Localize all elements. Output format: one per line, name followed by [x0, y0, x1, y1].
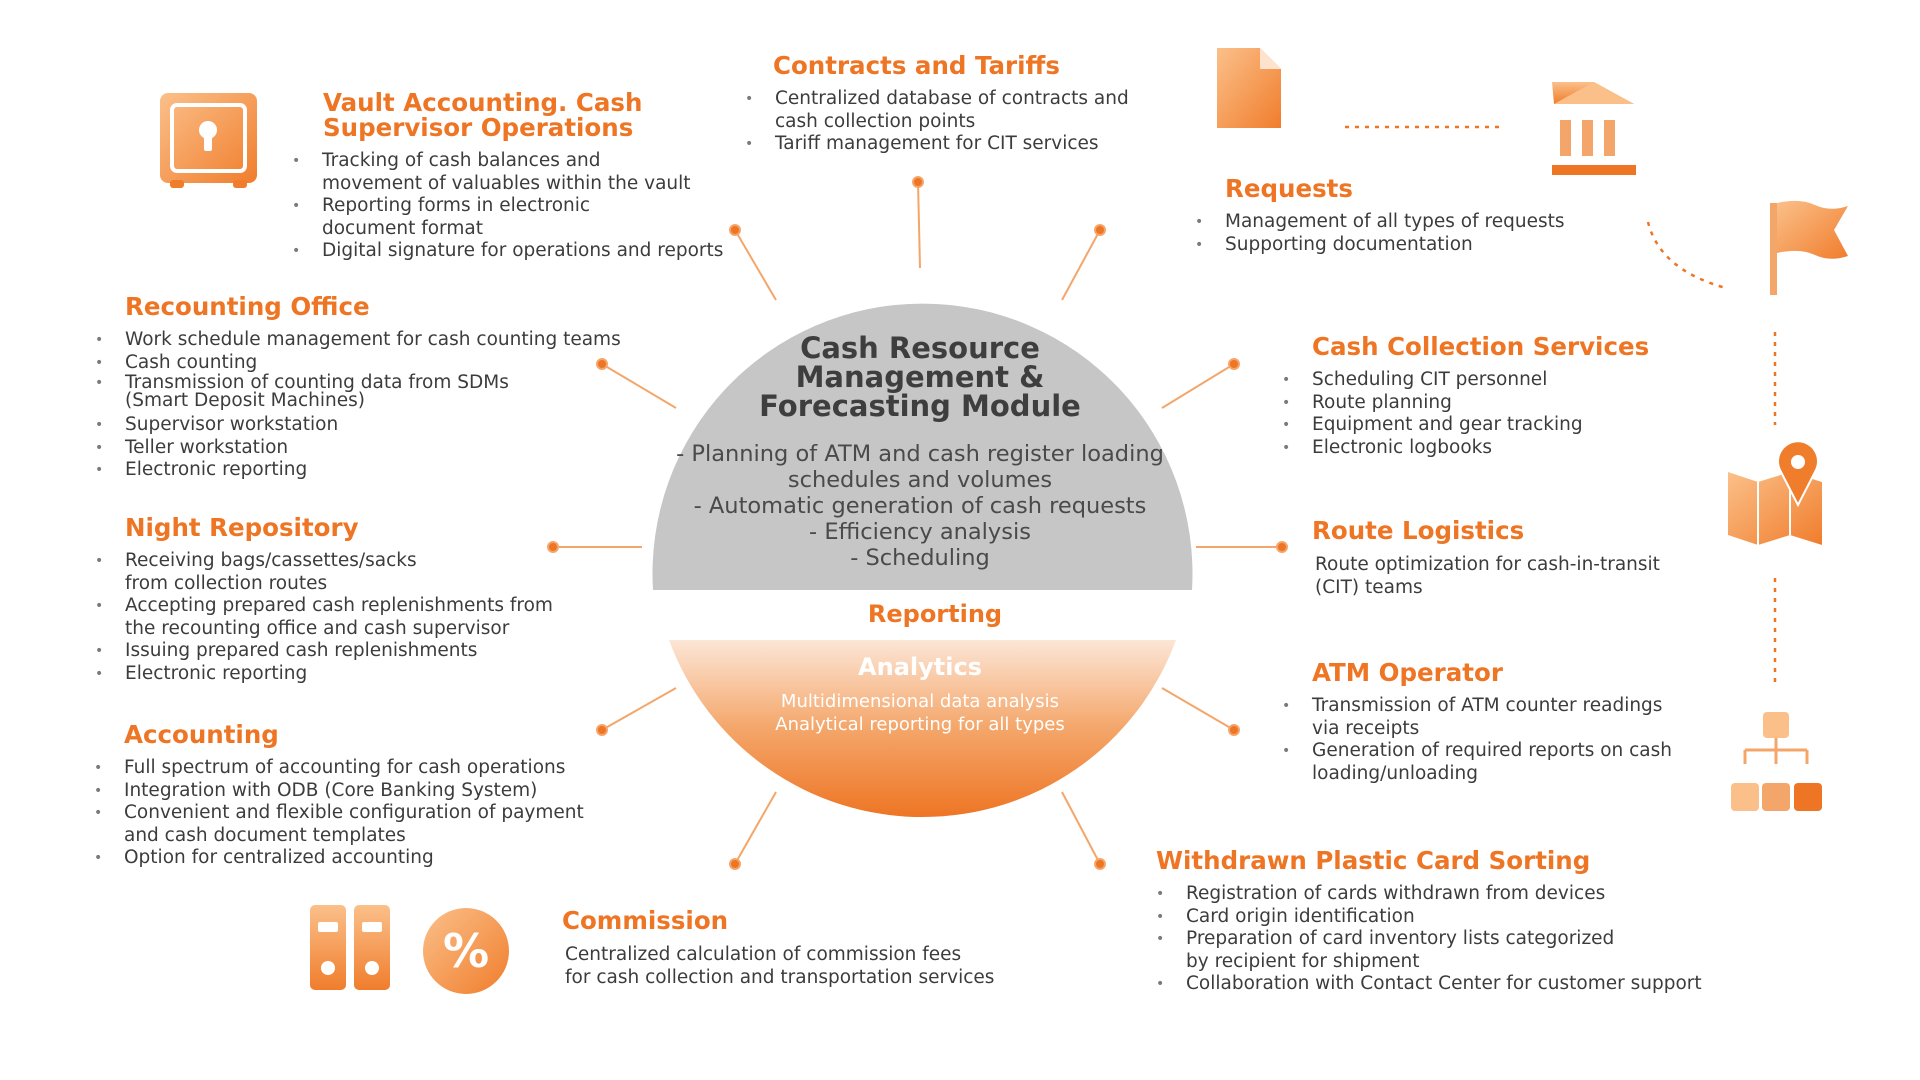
contracts-item: Centralized database of contracts and ca…	[745, 88, 1165, 133]
analytics-item: Analytical reporting for all types	[775, 714, 1065, 735]
collection-item: Route planning	[1282, 392, 1702, 415]
center-disk-top	[652, 303, 1193, 590]
commission-title: Commission	[562, 906, 729, 935]
accounting-section: Accounting Full spectrum of accounting f…	[94, 722, 654, 870]
night-title: Night Repository	[125, 513, 359, 542]
vault-item: Digital signature for operations and rep…	[292, 240, 762, 263]
center-items: - Planning of ATM and cash register load…	[660, 441, 1180, 571]
connector-dot	[1094, 858, 1106, 870]
hierarchy-icon	[1731, 712, 1822, 811]
connector-dot	[1228, 724, 1240, 736]
connector-dot	[596, 724, 608, 736]
vault-title: Vault Accounting. Cash Supervisor Operat…	[323, 88, 643, 142]
requests-title: Requests	[1225, 174, 1353, 203]
requests-item: Supporting documentation	[1195, 234, 1595, 257]
connector-atm	[1161, 687, 1235, 731]
connector-collection	[1161, 363, 1235, 409]
recounting-item: Cash counting	[95, 352, 655, 375]
safe-icon	[160, 93, 257, 188]
connector-commission	[734, 791, 777, 865]
flag-icon	[1770, 200, 1848, 295]
night-item: Issuing prepared cash replenishments	[95, 640, 595, 663]
vault-item: Reporting forms in electronic document f…	[292, 195, 762, 240]
atm-item: Transmission of ATM counter readings via…	[1282, 695, 1702, 740]
cards-item: Preparation of card inventory lists cate…	[1156, 928, 1756, 973]
recounting-item: Electronic reporting	[95, 459, 655, 482]
recounting-item: Teller workstation	[95, 437, 655, 460]
collection-item: Electronic logbooks	[1282, 437, 1702, 460]
accounting-item: Full spectrum of accounting for cash ope…	[94, 757, 654, 780]
center-item: - Efficiency analysis	[809, 519, 1031, 545]
requests-section: Requests Management of all types of requ…	[1195, 176, 1595, 256]
analytics-title: Analytics	[858, 653, 982, 681]
route-title: Route Logistics	[1312, 516, 1525, 545]
commission-section: Commission Centralized calculation of co…	[562, 908, 1022, 989]
map-pin-icon	[1728, 440, 1822, 545]
percent-glyph: %	[443, 924, 489, 978]
night-item: Electronic reporting	[95, 663, 595, 686]
center-disk-bottom	[669, 640, 1176, 818]
route-text: Route optimization for cash-in-transit (…	[1315, 554, 1660, 598]
connector-dot	[1228, 358, 1240, 370]
atm-section: ATM Operator Transmission of ATM counter…	[1282, 660, 1702, 785]
contracts-section: Contracts and Tariffs Centralized databa…	[745, 53, 1165, 156]
accounting-item: Integration with ODB (Core Banking Syste…	[94, 780, 654, 803]
center-item: schedules and volumes	[787, 467, 1053, 493]
connector-cards	[1061, 791, 1101, 865]
connector-dot	[1094, 224, 1106, 236]
cards-item: Collaboration with Contact Center for cu…	[1156, 973, 1756, 996]
center-item: - Planning of ATM and cash register load…	[676, 441, 1164, 467]
night-item: Accepting prepared cash replenishments f…	[95, 595, 595, 640]
collection-item: Equipment and gear tracking	[1282, 414, 1702, 437]
night-item: Receiving bags/cassettes/sacks from coll…	[95, 550, 595, 595]
cards-title: Withdrawn Plastic Card Sorting	[1156, 846, 1591, 875]
bank-building-icon	[1552, 82, 1636, 175]
accounting-item: Option for centralized accounting	[94, 847, 654, 870]
connector-accounting	[601, 687, 677, 731]
atm-title: ATM Operator	[1312, 658, 1503, 687]
vault-section: Vault Accounting. Cash Supervisor Operat…	[292, 90, 762, 263]
atm-item: Generation of required reports on cash l…	[1282, 740, 1702, 785]
recounting-item: Work schedule management for cash counti…	[95, 329, 655, 352]
center-item: - Automatic generation of cash requests	[693, 493, 1147, 519]
contracts-item: Tariff management for CIT services	[745, 133, 1165, 156]
night-section: Night Repository Receiving bags/cassette…	[95, 515, 595, 685]
cards-item: Card origin identification	[1156, 906, 1756, 929]
reporting-label: Reporting	[867, 600, 1003, 628]
recounting-title: Recounting Office	[125, 292, 370, 321]
percent-icon: %	[423, 908, 509, 994]
document-icon	[1217, 48, 1281, 128]
binders-icon	[310, 905, 390, 990]
route-section: Route Logistics Route optimization for c…	[1312, 518, 1692, 599]
connector-requests	[1061, 229, 1101, 301]
connector-contracts	[917, 181, 921, 269]
recounting-item: Transmission of counting data from SDMs …	[95, 373, 655, 414]
analytics-item: Multidimensional data analysis	[780, 691, 1060, 712]
accounting-title: Accounting	[124, 720, 279, 749]
collection-section: Cash Collection Services Scheduling CIT …	[1282, 334, 1702, 459]
accounting-item: Convenient and flexible configuration of…	[94, 802, 654, 847]
connector-dot	[912, 176, 924, 188]
recounting-item: Supervisor workstation	[95, 414, 655, 437]
collection-item: Scheduling CIT personnel	[1282, 369, 1702, 392]
commission-text: Centralized calculation of commission fe…	[565, 944, 995, 988]
recounting-section: Recounting Office Work schedule manageme…	[95, 294, 655, 482]
connector-dot	[1276, 541, 1288, 553]
process-path	[1345, 125, 1777, 686]
collection-title: Cash Collection Services	[1312, 332, 1650, 361]
requests-item: Management of all types of requests	[1195, 211, 1595, 234]
contracts-title: Contracts and Tariffs	[773, 51, 1060, 80]
center-item: - Scheduling	[850, 545, 990, 571]
cards-section: Withdrawn Plastic Card Sorting Registrat…	[1156, 848, 1756, 996]
center-title: Cash Resource Management & Forecasting M…	[759, 331, 1081, 423]
vault-item: Tracking of cash balances and movement o…	[292, 150, 762, 195]
cards-item: Registration of cards withdrawn from dev…	[1156, 883, 1756, 906]
connector-dot	[729, 858, 741, 870]
